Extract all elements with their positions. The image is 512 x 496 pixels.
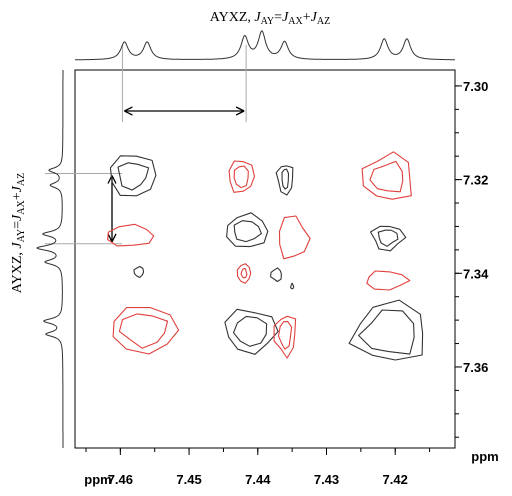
ylabel-sub3: AZ xyxy=(16,173,27,186)
negative-contour xyxy=(277,321,293,350)
ylabel-plus: + xyxy=(10,192,25,200)
title-sub2: AX xyxy=(288,16,303,27)
positive-contour xyxy=(117,162,150,191)
x-axis: 7.46 7.45 7.44 7.43 7.42 xyxy=(85,448,431,487)
negative-contour xyxy=(233,165,249,189)
contour-peaks xyxy=(107,151,424,361)
negative-contour xyxy=(240,267,248,279)
title-j3: J xyxy=(311,10,318,25)
plot-frame xyxy=(74,69,456,449)
positive-contour xyxy=(369,225,407,252)
positive-contour xyxy=(275,165,294,196)
positive-contour xyxy=(109,155,157,197)
negative-contour xyxy=(366,270,411,291)
positive-contour xyxy=(290,282,295,290)
negative-contour xyxy=(236,263,252,284)
x-tick-label: 7.45 xyxy=(176,472,201,487)
y-side-label: AYXZ, JAY=JAX+JAZ xyxy=(10,173,27,293)
y-axis: 7.30 7.32 7.34 7.36 xyxy=(455,79,489,438)
negative-contour xyxy=(107,223,155,247)
chart-title: AYXZ, JAY=JAX+JAZ xyxy=(210,10,330,27)
ylabel-eq: = xyxy=(10,221,25,229)
positive-contour xyxy=(377,229,399,247)
positive-contour xyxy=(226,212,269,248)
title-sub1: AY xyxy=(261,16,275,27)
y-axis-label: ppm xyxy=(471,449,498,464)
y-tick-label: 7.30 xyxy=(463,79,488,94)
positive-contour xyxy=(224,308,279,355)
y-arrowhead xyxy=(107,233,117,243)
title-j1: J xyxy=(254,10,261,25)
left-1d-spectrum xyxy=(36,70,64,448)
positive-contour xyxy=(232,315,268,347)
positive-contour xyxy=(270,267,282,283)
x-arrowhead xyxy=(124,106,133,116)
negative-contour xyxy=(278,215,311,260)
negative-contour xyxy=(228,160,256,193)
negative-contour xyxy=(273,315,297,359)
x-tick-label: 7.42 xyxy=(383,472,408,487)
ylabel-sub1: AY xyxy=(16,229,27,243)
title-j2: J xyxy=(282,10,289,25)
positive-contour xyxy=(133,265,145,279)
title-sub3: AZ xyxy=(317,16,330,27)
ylabel-j1: J xyxy=(10,242,25,249)
ylabel-j2: J xyxy=(10,214,25,221)
title-prefix: AYXZ, xyxy=(210,10,255,25)
negative-contour xyxy=(361,151,412,200)
title-plus: + xyxy=(303,10,311,25)
x-arrowhead xyxy=(235,106,245,116)
positive-contour xyxy=(348,299,424,361)
title-eq: = xyxy=(274,10,282,25)
y-tick-label: 7.36 xyxy=(463,360,488,375)
ylabel-sub2: AX xyxy=(16,199,27,214)
y-tick-label: 7.32 xyxy=(463,173,488,188)
y-tick-label: 7.34 xyxy=(463,266,489,281)
negative-contour xyxy=(112,306,180,355)
x-tick-label: 7.43 xyxy=(314,472,339,487)
negative-contour xyxy=(118,313,169,349)
x-axis-label: ppm xyxy=(84,472,111,487)
positive-contour xyxy=(358,309,415,355)
positive-contour xyxy=(233,220,262,243)
ylabel-j3: J xyxy=(10,185,25,192)
ylabel-prefix: AYXZ, xyxy=(10,249,25,294)
positive-contour xyxy=(281,168,290,190)
top-1d-spectrum xyxy=(75,30,455,61)
x-tick-label: 7.46 xyxy=(108,472,133,487)
x-tick-label: 7.44 xyxy=(245,472,271,487)
negative-contour xyxy=(369,160,404,193)
